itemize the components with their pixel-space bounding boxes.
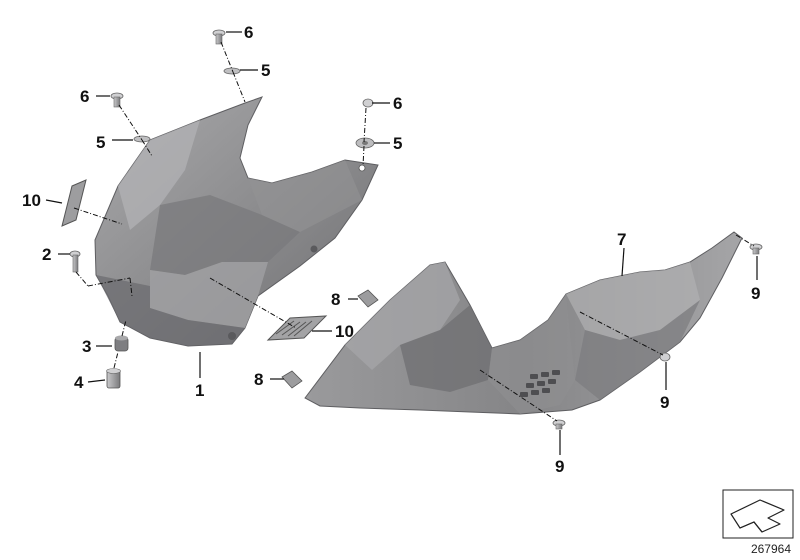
callout-6-left: 6 <box>80 87 89 106</box>
screw-part-6-left <box>110 92 124 108</box>
callout-2: 2 <box>42 245 51 264</box>
grille-part-10-right <box>266 315 328 341</box>
spacer-part-4 <box>106 368 121 389</box>
callout-6-right: 6 <box>393 94 402 113</box>
callout-9-middle: 9 <box>660 393 669 412</box>
washer-part-5-left <box>133 135 151 143</box>
arrow-icon <box>730 499 785 533</box>
clip-nut-part-8-bottom <box>281 370 303 389</box>
side-fairing-part-7 <box>304 231 743 415</box>
diagram-number: 267964 <box>751 542 791 556</box>
callout-1: 1 <box>195 381 204 400</box>
washer-part-5-right <box>355 137 375 149</box>
callout-7: 7 <box>617 230 626 249</box>
callout-5-top: 5 <box>261 61 270 80</box>
leader-lines <box>45 31 758 455</box>
grommet-part-3 <box>114 335 129 352</box>
callout-8-bottom: 8 <box>254 370 263 389</box>
callout-3: 3 <box>82 337 91 356</box>
grille-part-10-left <box>61 179 87 227</box>
callout-4: 4 <box>74 373 84 392</box>
washer-part-5-top <box>223 67 241 75</box>
callout-9-top-right: 9 <box>751 284 760 303</box>
screw-part-6-top <box>212 29 226 45</box>
screw-part-9-bottom <box>552 419 566 430</box>
callout-10-left: 10 <box>22 191 41 210</box>
tank-cover-part-1 <box>94 96 379 347</box>
screw-part-6-right <box>362 98 374 108</box>
callout-5-left: 5 <box>96 133 105 152</box>
callout-10-right: 10 <box>335 322 354 341</box>
callout-8-top: 8 <box>331 290 340 309</box>
clip-nut-part-8-top <box>357 289 379 308</box>
screw-part-9-top-right <box>749 243 763 255</box>
callout-5-right: 5 <box>393 134 402 153</box>
callouts: 6 5 6 5 6 5 10 2 3 4 1 10 8 8 7 9 9 9 <box>22 23 760 476</box>
callout-9-bottom: 9 <box>555 457 564 476</box>
callout-6-top: 6 <box>244 23 253 42</box>
screw-part-2 <box>69 250 81 273</box>
reference-icon-box <box>722 489 794 539</box>
assembly-lines <box>73 41 755 422</box>
